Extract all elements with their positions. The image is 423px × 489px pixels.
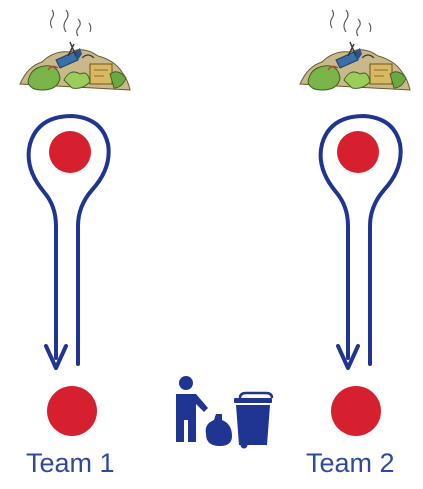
team-2-path <box>321 116 401 436</box>
start-marker <box>337 131 379 173</box>
person-throwing-trash-icon <box>176 376 272 449</box>
end-marker <box>47 386 97 436</box>
team-2-label: Team 2 <box>306 450 395 477</box>
team-1-label: Team 1 <box>26 450 115 477</box>
start-marker <box>49 131 91 173</box>
end-marker <box>331 386 381 436</box>
garbage-pile-icon <box>300 10 410 90</box>
garbage-pile-icon <box>20 10 130 90</box>
team-1-path <box>29 116 109 436</box>
